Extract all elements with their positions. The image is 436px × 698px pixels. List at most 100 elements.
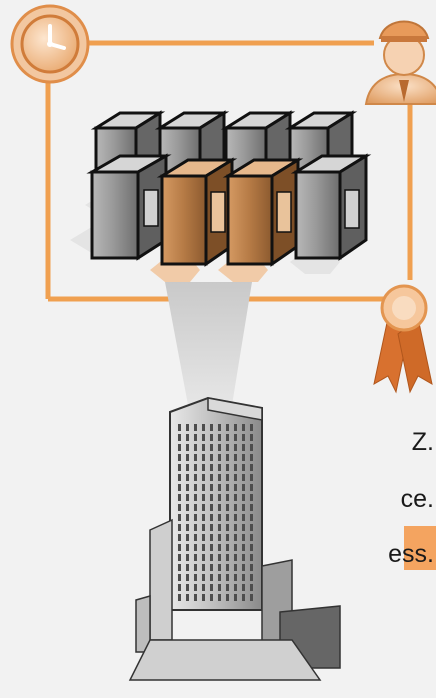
server-rack-icon [92, 156, 166, 258]
tower-window [202, 504, 205, 511]
tower-window [194, 554, 197, 561]
tower-window [234, 484, 237, 491]
tower-window [226, 584, 229, 591]
tower-window [186, 564, 189, 571]
tower-window [250, 554, 253, 561]
tower-window [186, 424, 189, 431]
tower-window [210, 484, 213, 491]
tower-window [202, 594, 205, 601]
tower-window [210, 544, 213, 551]
tower-window [218, 434, 221, 441]
tower-window [242, 474, 245, 481]
tower-window [194, 464, 197, 471]
tower-window [210, 584, 213, 591]
tower-window [250, 574, 253, 581]
tower-window [226, 484, 229, 491]
tower-window [226, 474, 229, 481]
tower-window [218, 564, 221, 571]
tower-window [250, 524, 253, 531]
tower-window [202, 444, 205, 451]
tower-window [202, 554, 205, 561]
tower-window [250, 444, 253, 451]
tower-window [218, 494, 221, 501]
tower-window [242, 524, 245, 531]
tower-window [242, 434, 245, 441]
tower-window [202, 574, 205, 581]
tower-window [202, 514, 205, 521]
tower-window [226, 514, 229, 521]
tower-window [210, 504, 213, 511]
tower-window [194, 494, 197, 501]
tower-window [178, 574, 181, 581]
tower-window [194, 574, 197, 581]
tower-window [226, 554, 229, 561]
tower-window [218, 574, 221, 581]
tower-window [242, 424, 245, 431]
tower-window [218, 534, 221, 541]
tower-window [226, 544, 229, 551]
tower-window [194, 444, 197, 451]
tower-window [186, 544, 189, 551]
text-fragment-1: Z. [412, 428, 434, 457]
tower-window [242, 504, 245, 511]
tower-window [242, 464, 245, 471]
tower-window [210, 514, 213, 521]
tower-window [186, 504, 189, 511]
tower-window [250, 594, 253, 601]
tower-window [194, 484, 197, 491]
tower-window [178, 534, 181, 541]
tower-window [234, 534, 237, 541]
tower-window [210, 454, 213, 461]
tower-window [234, 564, 237, 571]
tower-window [234, 434, 237, 441]
tower-window [250, 424, 253, 431]
tower-window [178, 594, 181, 601]
tower-window [218, 444, 221, 451]
server-rack-icon [296, 156, 366, 258]
tower-window [202, 464, 205, 471]
tower-window [218, 594, 221, 601]
tower-window [194, 434, 197, 441]
tower-window [210, 534, 213, 541]
tower-window [178, 554, 181, 561]
tower-window [178, 484, 181, 491]
tower-window [218, 514, 221, 521]
tower-window [234, 584, 237, 591]
award-ribbon-icon [374, 286, 432, 392]
tower-window [202, 534, 205, 541]
tower-window [218, 524, 221, 531]
tower-window [218, 544, 221, 551]
tower-window [226, 504, 229, 511]
tower-window [234, 554, 237, 561]
tower-window [178, 504, 181, 511]
tower-window [234, 574, 237, 581]
tower-window [178, 524, 181, 531]
tower-window [234, 474, 237, 481]
tower-window [250, 504, 253, 511]
tower-window [234, 444, 237, 451]
tower-window [178, 444, 181, 451]
tower-window [178, 564, 181, 571]
tower-window [210, 574, 213, 581]
security-guard-icon [366, 22, 436, 105]
tower-window [226, 594, 229, 601]
tower-window [242, 564, 245, 571]
tower-window [242, 554, 245, 561]
tower-window [186, 464, 189, 471]
tower-window [242, 584, 245, 591]
text-fragment-3: ess. [388, 540, 434, 569]
tower-window [210, 474, 213, 481]
tower-window [250, 454, 253, 461]
tower-window [202, 544, 205, 551]
tower-window [178, 544, 181, 551]
tower-window [226, 524, 229, 531]
tower-window [202, 484, 205, 491]
tower-window [202, 524, 205, 531]
tower-window [234, 504, 237, 511]
tower-window [210, 434, 213, 441]
tower-window [218, 484, 221, 491]
tower-window [186, 444, 189, 451]
tower-window [234, 494, 237, 501]
tower-window [194, 594, 197, 601]
